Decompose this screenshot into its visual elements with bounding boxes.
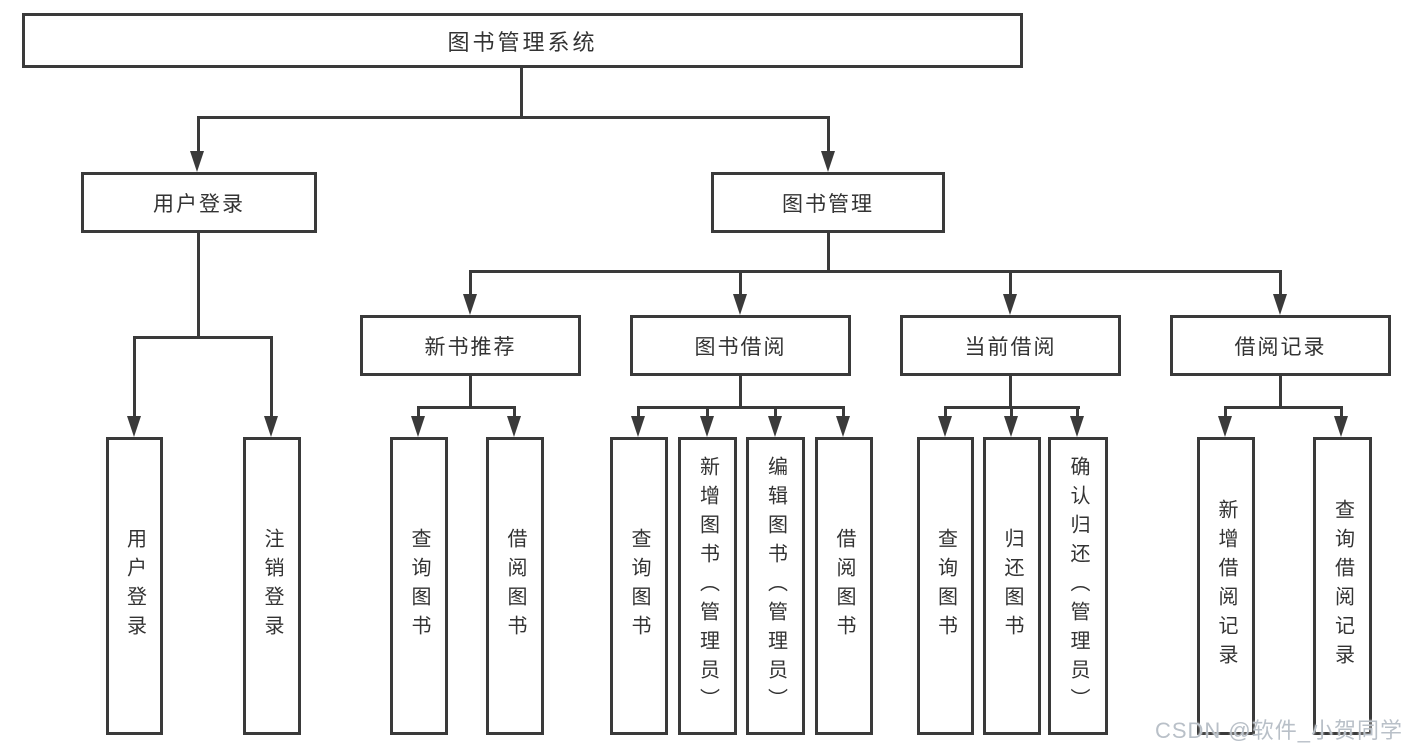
arrow-down-icon <box>768 416 782 437</box>
connector-line <box>197 116 200 153</box>
leaf-query-books-borrowing: 查询图书 <box>610 437 668 735</box>
connector-line <box>739 376 742 409</box>
connector-line <box>469 270 472 296</box>
leaf-add-book-admin: 新增图书（管理员） <box>678 437 737 735</box>
leaf-borrow-books-recommend: 借阅图书 <box>486 437 544 735</box>
connector-line <box>637 406 845 409</box>
arrow-down-icon <box>411 416 425 437</box>
node-user-login: 用户登录 <box>81 172 317 233</box>
arrow-down-icon <box>264 416 278 437</box>
leaf-confirm-return-admin: 确认归还（管理员） <box>1048 437 1108 735</box>
arrow-down-icon <box>1334 416 1348 437</box>
arrow-down-icon <box>821 151 835 172</box>
arrow-down-icon <box>631 416 645 437</box>
leaf-query-books-borrowing-label: 查询图书 <box>628 528 650 644</box>
arrow-down-icon <box>1273 294 1287 315</box>
connector-line <box>827 233 830 273</box>
arrow-down-icon <box>1004 416 1018 437</box>
arrow-down-icon <box>1218 416 1232 437</box>
connector-line <box>1224 406 1343 409</box>
connector-line <box>469 376 472 409</box>
watermark: CSDN @软件_小贺同学 <box>1154 718 1403 743</box>
leaf-query-books-recommend: 查询图书 <box>390 437 448 735</box>
arrow-down-icon <box>836 416 850 437</box>
connector-line <box>1076 406 1079 418</box>
arrow-down-icon <box>463 294 477 315</box>
leaf-add-borrow-record-label: 新增借阅记录 <box>1215 499 1237 673</box>
connector-line <box>774 406 777 418</box>
connector-line <box>842 406 845 418</box>
leaf-confirm-return-admin-label: 确认归还（管理员） <box>1067 455 1089 717</box>
arrow-down-icon <box>938 416 952 437</box>
leaf-query-borrow-record: 查询借阅记录 <box>1313 437 1372 735</box>
connector-line <box>133 336 273 339</box>
arrow-down-icon <box>700 416 714 437</box>
leaf-add-borrow-record: 新增借阅记录 <box>1197 437 1255 735</box>
connector-line <box>270 336 273 417</box>
connector-line <box>417 406 420 418</box>
connector-line <box>417 406 516 409</box>
node-borrowing-records-label: 借阅记录 <box>1234 335 1327 359</box>
connector-line <box>133 336 136 417</box>
connector-line <box>197 233 200 339</box>
connector-line <box>1279 270 1282 296</box>
connector-line <box>637 406 640 418</box>
arrow-down-icon <box>190 151 204 172</box>
connector-line <box>1340 406 1343 418</box>
node-current-borrowing: 当前借阅 <box>900 315 1121 376</box>
leaf-return-books: 归还图书 <box>983 437 1041 735</box>
connector-line <box>1009 376 1012 409</box>
leaf-user-login: 用户登录 <box>106 437 163 735</box>
leaf-add-book-admin-label: 新增图书（管理员） <box>696 455 719 717</box>
leaf-borrow-books-borrowing-label: 借阅图书 <box>833 528 855 644</box>
connector-line <box>197 116 830 119</box>
arrow-down-icon <box>507 416 521 437</box>
leaf-query-books-recommend-label: 查询图书 <box>408 528 430 644</box>
connector-line <box>520 68 523 119</box>
connector-line <box>739 270 742 296</box>
node-new-book-recommend: 新书推荐 <box>360 315 581 376</box>
leaf-return-books-label: 归还图书 <box>1001 528 1023 644</box>
leaf-query-books-current-label: 查询图书 <box>934 528 957 644</box>
leaf-borrow-books-recommend-label: 借阅图书 <box>504 528 526 644</box>
connector-line <box>1009 270 1012 296</box>
leaf-borrow-books-borrowing: 借阅图书 <box>815 437 873 735</box>
leaf-user-login-label: 用户登录 <box>123 528 146 644</box>
arrow-down-icon <box>1003 294 1017 315</box>
leaf-query-books-current: 查询图书 <box>917 437 974 735</box>
node-book-borrowing-label: 图书借阅 <box>694 335 787 359</box>
arrow-down-icon <box>733 294 747 315</box>
leaf-query-borrow-record-label: 查询借阅记录 <box>1331 499 1354 673</box>
node-current-borrowing-label: 当前借阅 <box>964 335 1057 359</box>
connector-line <box>944 406 947 418</box>
connector-line <box>1010 406 1013 418</box>
node-book-borrowing: 图书借阅 <box>630 315 851 376</box>
leaf-logout: 注销登录 <box>243 437 301 735</box>
connector-line <box>827 116 830 153</box>
arrow-down-icon <box>127 416 141 437</box>
node-user-login-label: 用户登录 <box>153 192 245 216</box>
node-borrowing-records: 借阅记录 <box>1170 315 1391 376</box>
connector-line <box>513 406 516 418</box>
node-book-management-label: 图书管理 <box>782 192 874 216</box>
connector-line <box>469 270 1282 273</box>
arrow-down-icon <box>1070 416 1084 437</box>
leaf-edit-book-admin: 编辑图书（管理员） <box>746 437 805 735</box>
node-root: 图书管理系统 <box>22 13 1023 68</box>
connector-line <box>1279 376 1282 409</box>
leaf-edit-book-admin-label: 编辑图书（管理员） <box>764 455 787 717</box>
node-book-management: 图书管理 <box>711 172 945 233</box>
node-root-label: 图书管理系统 <box>447 29 598 55</box>
connector-line <box>1224 406 1227 418</box>
node-new-book-recommend-label: 新书推荐 <box>424 335 517 359</box>
connector-line <box>706 406 709 418</box>
leaf-logout-label: 注销登录 <box>261 528 283 644</box>
